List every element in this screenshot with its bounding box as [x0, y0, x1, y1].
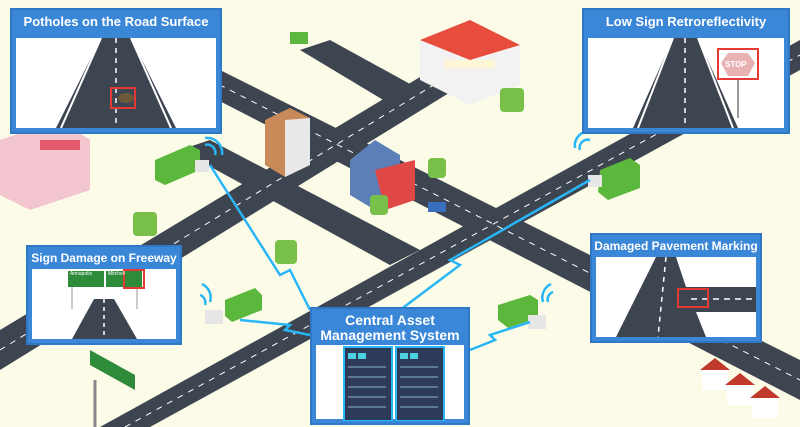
panel-title: Potholes on the Road Surface	[23, 14, 209, 29]
truck-right	[588, 158, 640, 200]
highlight-box	[110, 87, 136, 109]
server-rack-icons	[343, 346, 445, 422]
trees	[133, 88, 524, 264]
houses-bottom-right	[700, 358, 780, 418]
highlight-box	[677, 288, 709, 308]
server-racks	[316, 345, 464, 422]
road-illustration	[68, 269, 145, 339]
road-image-potholes	[16, 37, 216, 129]
road-illustration	[616, 256, 756, 338]
panel-title: Central Asset Management System	[312, 309, 468, 346]
panel-low-sign-retroreflectivity: Low Sign Retroreflectivity STOP	[582, 8, 790, 134]
sign-text-mitchell: Mitchell	[108, 271, 125, 277]
panel-central-asset-management-system: Central Asset Management System	[310, 307, 470, 425]
panel-title: Low Sign Retroreflectivity	[605, 14, 767, 29]
road-sign-post	[90, 350, 135, 427]
road-illustration	[633, 37, 759, 129]
road-image-stop-sign: STOP	[588, 37, 784, 129]
sign-text-annapolis: Annapolis	[70, 271, 92, 277]
truck-left	[205, 288, 262, 324]
panel-title: Damaged Pavement Marking	[594, 239, 758, 253]
building-left-pink	[0, 120, 90, 210]
building-shop	[420, 20, 520, 105]
car-green	[290, 32, 308, 44]
highlight-box	[123, 269, 145, 289]
road-illustration	[56, 37, 176, 129]
truck-center-right	[498, 295, 546, 329]
highlight-box	[717, 48, 759, 80]
truck-top-left	[155, 145, 209, 185]
panel-title: Sign Damage on Freeway	[31, 251, 177, 265]
title-line-1: Central Asset	[345, 312, 435, 328]
title-line-2: Management System	[320, 327, 460, 343]
building-office	[265, 108, 310, 177]
panel-damaged-pavement-marking: Damaged Pavement Marking	[590, 233, 762, 343]
road-image-pavement	[596, 256, 756, 338]
stop-sign-text: STOP	[725, 60, 747, 69]
car-blue	[428, 202, 446, 212]
panel-potholes: Potholes on the Road Surface	[10, 8, 222, 134]
pothole	[118, 93, 134, 103]
road-image-freeway-sign: Annapolis Mitchell	[32, 269, 176, 339]
panel-sign-damage-on-freeway: Sign Damage on Freeway Annapolis Mitchel…	[26, 245, 182, 345]
stop-sign	[721, 53, 755, 76]
data-links-to-central	[208, 164, 591, 352]
